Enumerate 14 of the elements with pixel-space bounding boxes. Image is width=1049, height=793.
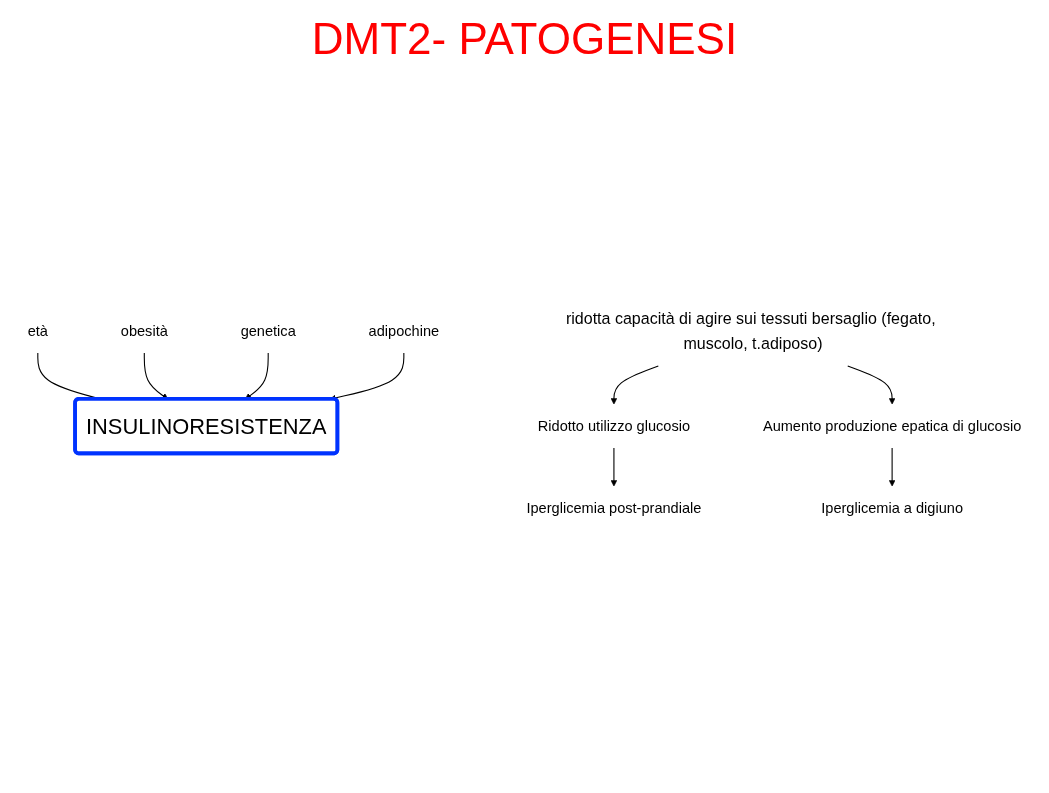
node-text: genetica <box>240 323 296 340</box>
arrow <box>610 365 659 405</box>
node-text: Iperglicemia a digiuno <box>821 500 963 517</box>
node-text: età <box>27 323 48 340</box>
node-text: obesità <box>120 323 168 340</box>
node-text: ridotta capacità di agire sui tessuti bersaglio (fegato, muscolo, t.adiposo) <box>565 309 936 353</box>
arrow <box>610 447 618 487</box>
title: DMT2- PATOGENESI <box>310 14 739 64</box>
node-text: Ridotto utilizzo glucosio <box>537 418 691 435</box>
node-text: Aumento produzione epatica di glucosio <box>762 418 1022 435</box>
node-text: Iperglicemia post-prandiale <box>526 500 702 517</box>
arrow <box>847 365 896 405</box>
arrow <box>888 447 896 487</box>
node-text: adipochine <box>368 323 440 340</box>
